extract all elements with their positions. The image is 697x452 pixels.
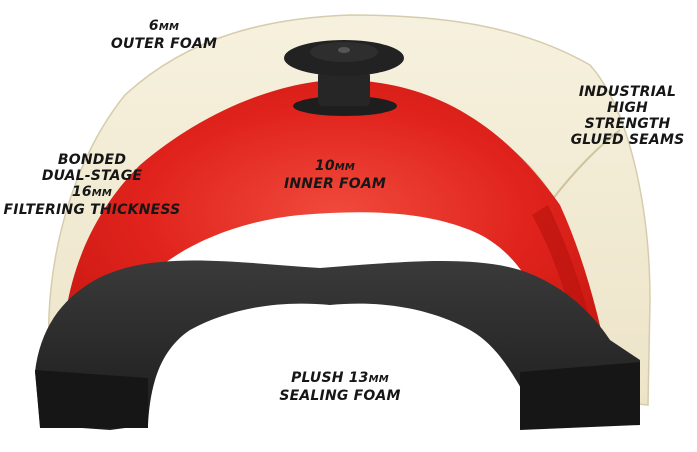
sealing-foam-label: PLUSH 13MM SEALING FOAM [265,370,415,404]
sealing-foam-base [35,370,148,428]
glued-seams-label: INDUSTRIAL HIGH STRENGTH GLUED SEAMS [560,84,695,148]
sealing-foam-base-right [520,362,640,430]
filtering-thickness-label: BONDED DUAL-STAGE 16MM FILTERING THICKNE… [2,152,182,218]
inner-foam-label: 10MM INNER FOAM [275,158,395,192]
outer-foam-label: 6MM OUTER FOAM [104,18,224,52]
